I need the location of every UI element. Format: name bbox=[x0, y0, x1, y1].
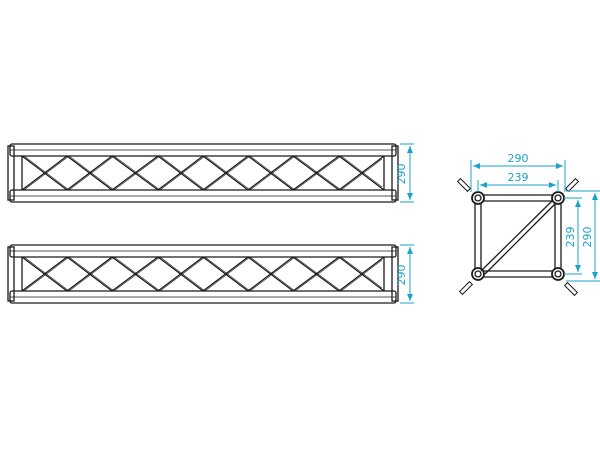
cross-section-inner-height-label: 239 bbox=[564, 227, 577, 248]
cross-section-outer-width-label: 290 bbox=[508, 152, 529, 165]
truss-side-view-top bbox=[7, 143, 399, 203]
lattice-diagonals bbox=[21, 155, 385, 191]
dimension-side-view-bottom bbox=[400, 244, 414, 304]
end-plate-right bbox=[391, 145, 399, 201]
cross-section-outer-height-label: 290 bbox=[581, 227, 594, 248]
end-plate-right bbox=[391, 246, 399, 302]
end-plate-left bbox=[7, 246, 15, 302]
dimension-side-view-top bbox=[400, 143, 414, 203]
side-view-bottom-height-label: 290 bbox=[395, 265, 408, 286]
lattice-diagonals bbox=[21, 256, 385, 292]
dimension-cross-section bbox=[470, 160, 600, 282]
corner-tube-top-left bbox=[471, 191, 485, 205]
corner-tube-bottom-left bbox=[471, 267, 485, 281]
corner-tube-bottom-right bbox=[551, 267, 565, 281]
cross-section-inner-width-label: 239 bbox=[508, 171, 529, 184]
connector-pins bbox=[456, 177, 580, 297]
side-view-top-height-label: 290 bbox=[395, 164, 408, 185]
truss-side-view-bottom bbox=[7, 244, 399, 304]
corner-tube-top-right bbox=[551, 191, 565, 205]
truss-cross-section bbox=[471, 191, 565, 281]
end-plate-left bbox=[7, 145, 15, 201]
